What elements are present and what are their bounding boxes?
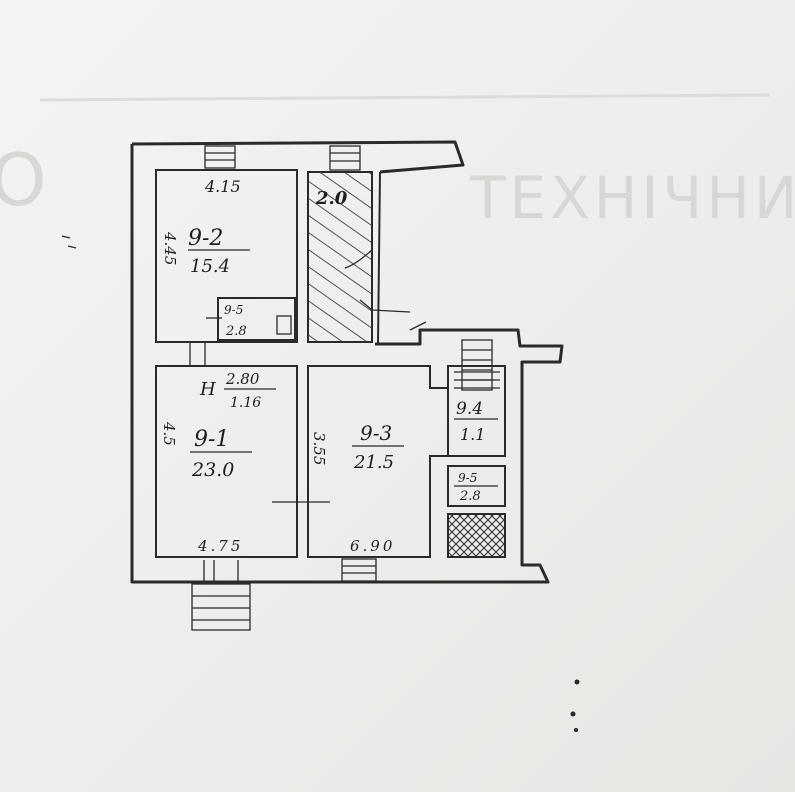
- room-1-width: 4.75: [197, 537, 243, 555]
- entrance-steps: [191, 560, 251, 631]
- small-room-outline: [217, 297, 296, 341]
- stair-room-4: [454, 371, 500, 389]
- window-top-left: [204, 145, 236, 169]
- room-4-area: 1.1: [460, 425, 485, 444]
- room-2-code: 9-2: [188, 226, 223, 251]
- stove-fixture: [447, 513, 506, 558]
- room-3-code: 9-3: [360, 421, 392, 445]
- background-text-left: О: [0, 138, 47, 222]
- room-2-length: 4.45: [161, 231, 179, 265]
- room-3-length: 3.55: [310, 432, 328, 465]
- hall-height-sub: 1.16: [230, 395, 261, 411]
- hall-height-mark: H: [199, 379, 216, 400]
- room-2-area: 15.4: [190, 256, 230, 277]
- room-3-width: 6.90: [350, 537, 395, 555]
- outer-wall-inner-edge: [377, 171, 381, 345]
- room-2-width: 4.15: [204, 177, 241, 196]
- outer-wall: [130, 140, 564, 584]
- room-1-code: 9-1: [194, 427, 229, 452]
- small-room-code: 9-5: [224, 303, 243, 317]
- window-top-middle: [329, 145, 361, 171]
- room-4-code: 9.4: [456, 399, 483, 419]
- room-1-length: 4.5: [160, 421, 178, 446]
- room-1-outline: [155, 365, 298, 558]
- room-6-outline: [447, 465, 506, 507]
- storage-room: [307, 171, 373, 343]
- hall-height-value: 2.80: [225, 370, 260, 388]
- small-room-area: 2.8: [225, 324, 247, 339]
- room-4-outline: [447, 365, 506, 457]
- room-2-outline: [155, 169, 298, 343]
- background-rule: [39, 93, 771, 102]
- room-3-area: 21.5: [353, 452, 394, 473]
- storage-area: 2.0: [315, 188, 348, 209]
- storage-stair-mark: [344, 249, 411, 313]
- window-bottom: [341, 558, 377, 582]
- stair-right: [461, 339, 493, 391]
- background-text-right: ТЕХНІЧНИЙ ПАСПО: [469, 163, 795, 232]
- room-6-area: 2.8: [459, 489, 481, 504]
- room-6-code: 9-5: [458, 471, 477, 485]
- door-mark-top: [409, 321, 427, 331]
- small-room-fixture: [276, 315, 292, 335]
- room-1-area: 23.0: [191, 459, 234, 481]
- stray-marks: [61, 235, 580, 732]
